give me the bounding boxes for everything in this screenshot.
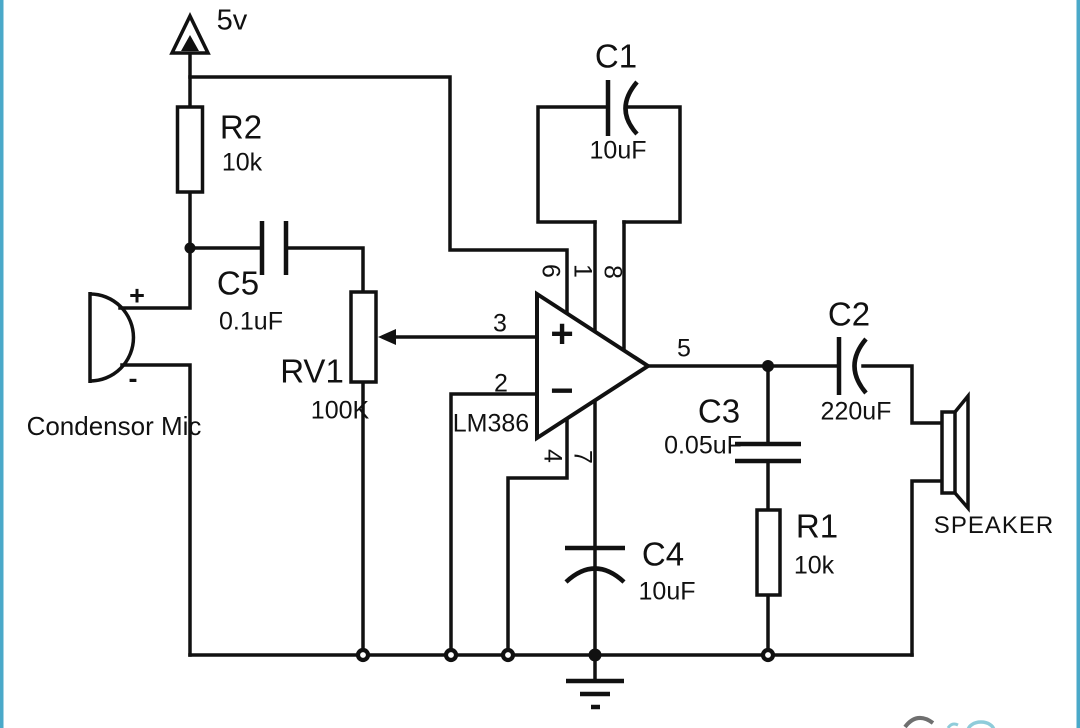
wire-c1-loop-right <box>622 105 682 224</box>
resistor-r2-symbol <box>175 105 205 194</box>
junction-rings <box>355 647 776 663</box>
ground-icon <box>566 655 624 710</box>
capacitor-c5-symbol <box>259 221 289 275</box>
pin7-label: 7 <box>568 450 597 464</box>
power-label: 5v <box>216 4 248 37</box>
label-c4-ref: C4 <box>641 535 685 573</box>
speaker-icon <box>940 391 970 513</box>
label-r1-value: 10k <box>793 551 835 580</box>
label-r1-ref: R1 <box>795 507 839 545</box>
label-c2-value: 220uF <box>820 397 892 426</box>
label-c2-ref: C2 <box>827 295 871 333</box>
capacitor-c1-symbol <box>605 80 639 136</box>
condenser-mic-symbol <box>88 292 136 383</box>
label-r2-ref: R2 <box>219 108 263 146</box>
capacitor-c4-symbol <box>564 545 626 584</box>
label-c3-value: 0.05uF <box>664 431 742 460</box>
opamp-minus-input-label: − <box>550 369 574 413</box>
mic-name-label: Condensor Mic <box>26 411 202 441</box>
wires <box>118 43 944 657</box>
power-arrow-icon <box>169 11 211 55</box>
wire-speaker-return <box>910 479 944 657</box>
pin1-label: 1 <box>568 264 597 278</box>
junction-dots <box>184 242 774 662</box>
wire-c1-loop-left <box>536 105 608 224</box>
wire-c5-to-rv1 <box>284 246 365 294</box>
opamp-plus-input-label: + <box>550 312 574 356</box>
label-c4-value: 10uF <box>638 577 696 606</box>
wire-pin2 <box>449 392 539 657</box>
pin5-label: 5 <box>677 334 691 363</box>
wire-mic-plus <box>118 246 192 310</box>
label-c1-value: 10uF <box>589 136 647 165</box>
capacitor-c2-symbol <box>836 337 868 395</box>
potentiometer-rv1-symbol <box>349 290 396 384</box>
label-c3-ref: C3 <box>697 392 741 430</box>
wire-vcc-to-pin6 <box>188 75 569 315</box>
wire-c2-to-speaker <box>861 364 944 425</box>
left-edge-stripe <box>0 0 4 728</box>
label-c5-ref: C5 <box>216 264 260 302</box>
pin8-label: 8 <box>598 265 627 279</box>
pin4-label: 4 <box>538 449 567 463</box>
pin2-label: 2 <box>494 369 508 398</box>
resistor-r1-symbol <box>755 508 782 597</box>
mic-minus-label: - <box>128 363 138 394</box>
right-edge-stripe <box>1076 0 1080 728</box>
label-rv1-ref: RV1 <box>280 352 344 390</box>
label-c5-value: 0.1uF <box>219 307 283 336</box>
wire-mic-minus <box>120 363 192 657</box>
mic-plus-label: + <box>129 280 145 311</box>
opamp-part-label: LM386 <box>452 409 530 438</box>
label-c1-ref: C1 <box>594 37 638 75</box>
speaker-label: SPEAKER <box>933 512 1055 539</box>
capacitor-c3-symbol <box>735 441 801 464</box>
watermark-fragment <box>903 715 996 728</box>
pin3-label: 3 <box>493 309 507 338</box>
label-r2-value: 10k <box>221 148 263 177</box>
pin6-label: 6 <box>536 264 565 278</box>
label-rv1-value: 100K <box>310 396 370 425</box>
opamp-lm386-symbol <box>535 290 652 442</box>
wire-pin4 <box>506 414 569 657</box>
